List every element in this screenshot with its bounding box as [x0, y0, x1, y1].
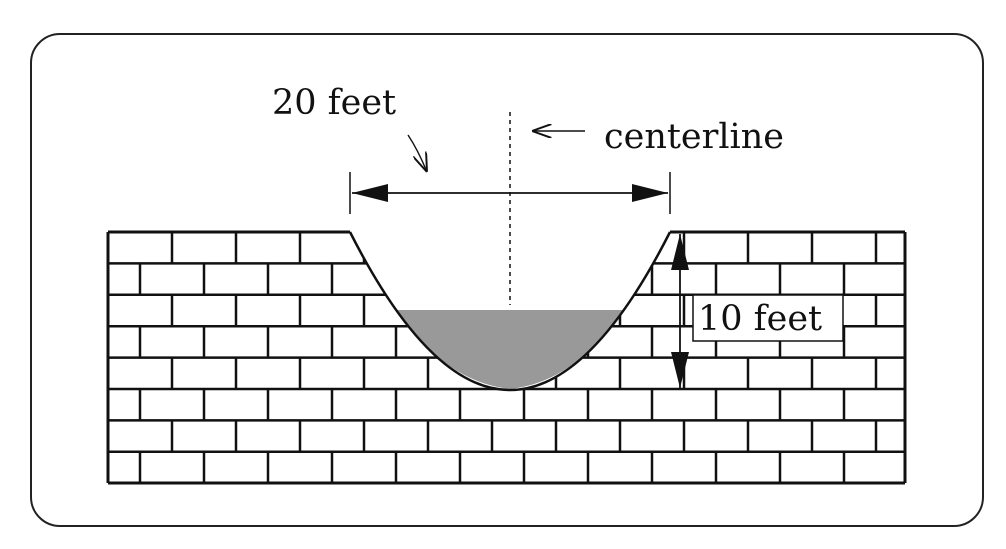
width-pointer-arrow — [407, 134, 427, 172]
depth-label-box — [692, 294, 844, 342]
wall-outline — [106, 230, 907, 485]
width-label: 20 feet — [272, 83, 396, 123]
depth-label: 10 feet — [698, 299, 822, 339]
water-area — [397, 310, 623, 389]
diagram-frame — [30, 33, 984, 527]
channel-profile — [348, 231, 672, 391]
width-dimension — [349, 172, 671, 214]
centerline-label: centerline — [604, 117, 784, 157]
